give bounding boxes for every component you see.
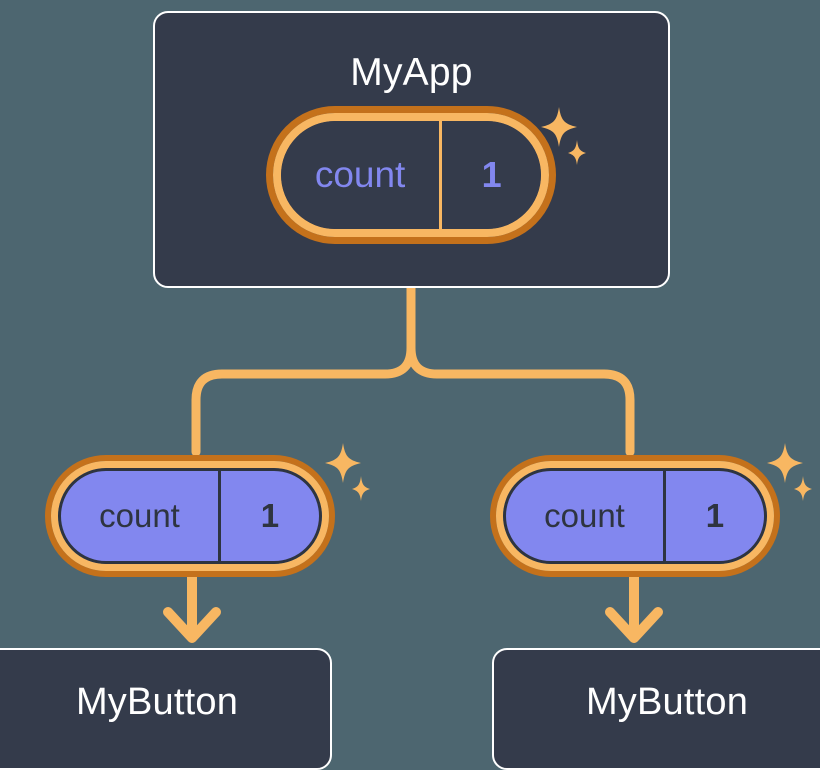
wire-parent-to-left-child: [191, 283, 416, 457]
state-pill-myapp[interactable]: count 1: [266, 106, 556, 244]
state-value-label: 1: [481, 154, 502, 195]
pill-inner-ring: count 1: [273, 113, 549, 237]
component-label: MyButton: [75, 681, 239, 723]
component-label: MyButton: [585, 681, 749, 723]
component-card-mybutton-left[interactable]: MyButton: [0, 648, 332, 770]
wire-parent-to-right-child: [406, 283, 635, 457]
pill-outer-ring: count 1: [490, 455, 780, 577]
pill-body: count 1: [58, 468, 322, 564]
state-pill-child-right[interactable]: count 1: [490, 455, 780, 577]
state-value-label: 1: [705, 497, 725, 534]
pill-body: count 1: [281, 121, 541, 229]
state-key-label: count: [506, 471, 666, 561]
arrow-left-child-to-button: [163, 570, 221, 643]
page-title: MyApp: [350, 51, 473, 94]
pill-outer-ring: count 1: [266, 106, 556, 244]
pill-outer-ring: count 1: [45, 455, 335, 577]
state-pill-child-left[interactable]: count 1: [45, 455, 335, 577]
arrow-right-child-to-button: [605, 570, 663, 643]
state-key-label: count: [61, 471, 221, 561]
pill-inner-ring: count 1: [51, 461, 329, 571]
component-card-mybutton-right[interactable]: MyButton: [492, 648, 820, 770]
state-key-label: count: [281, 121, 443, 229]
pill-body: count 1: [503, 468, 767, 564]
pill-inner-ring: count 1: [496, 461, 774, 571]
state-value-label: 1: [260, 497, 280, 534]
